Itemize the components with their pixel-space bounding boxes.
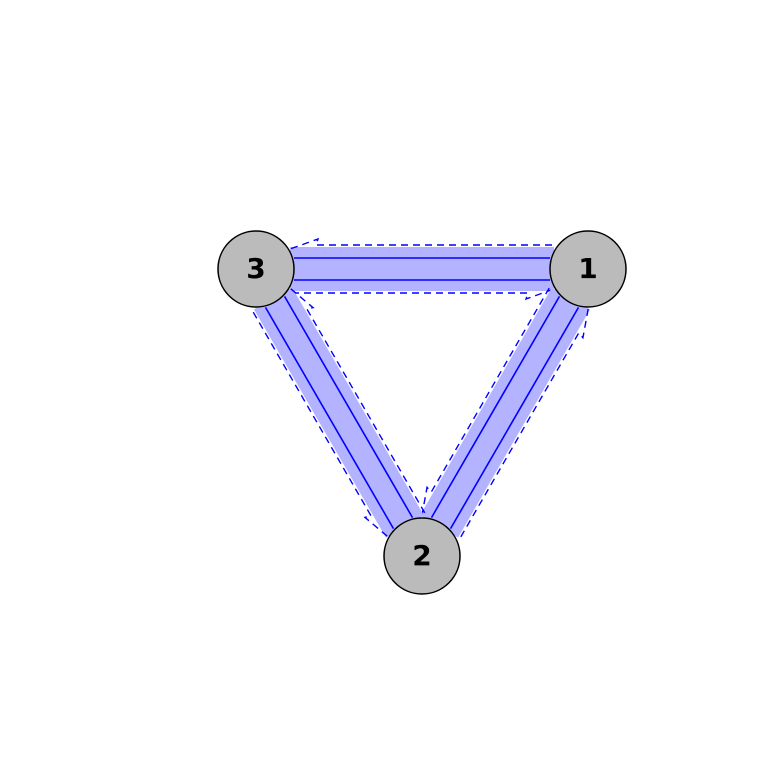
node-3: 3 [217, 230, 295, 308]
edge-arrow-2 [460, 308, 589, 538]
edge-line-2 [264, 307, 395, 530]
edge-line-2 [449, 307, 580, 530]
edge-arrow-2 [252, 311, 389, 538]
edge-band [290, 247, 554, 291]
edge-line-1 [430, 295, 561, 518]
edge-3-1 [289, 237, 555, 301]
node-1-label: 1 [578, 252, 597, 285]
edge-2-3 [252, 287, 426, 538]
edge-line-1 [283, 295, 414, 518]
edge-arrow-2 [289, 237, 552, 250]
edge-band [253, 287, 425, 538]
edge-arrow-1 [292, 288, 555, 301]
edge-arrow-1 [421, 287, 550, 517]
edges-layer [252, 237, 591, 538]
node-2-circle [383, 517, 461, 595]
edge-arrow-1 [289, 287, 426, 514]
node-3-label: 3 [246, 252, 265, 285]
node-3-circle [217, 230, 295, 308]
node-2: 2 [383, 517, 461, 595]
edge-1-2 [419, 287, 591, 538]
nodes-layer: 1 2 3 [217, 230, 627, 595]
node-1-circle [549, 230, 627, 308]
edge-band [419, 287, 591, 538]
node-1: 1 [549, 230, 627, 308]
node-2-label: 2 [412, 539, 431, 572]
